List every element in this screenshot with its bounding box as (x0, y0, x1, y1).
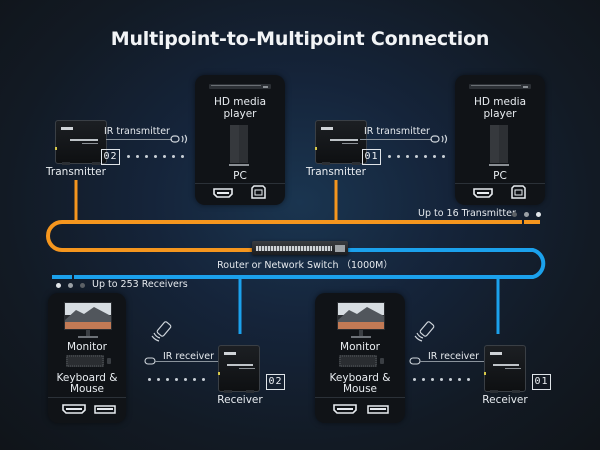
sink-panel-01: Monitor Keyboard & Mouse (315, 293, 405, 423)
receiver-02-label: Receiver (217, 394, 263, 406)
transmitter-bus-line (46, 220, 507, 252)
usb-b-port-icon (251, 185, 266, 199)
transmitter-02-dotted-link (127, 155, 184, 158)
ir-transmitter-01-cable (360, 139, 432, 140)
usb-a-port-icon (367, 405, 389, 414)
capacity-dot (56, 283, 61, 288)
monitor-label: Monitor (67, 341, 107, 353)
sink-panel-02: Monitor Keyboard & Mouse (48, 293, 126, 423)
pc-tower-icon (489, 125, 509, 166)
keyboard-mouse-label-line2: Mouse (69, 383, 105, 395)
capacity-dot (68, 283, 73, 288)
transmitter-01-id-badge: 01 (362, 149, 381, 165)
network-switch-label: Router or Network Switch （1000M） (217, 260, 393, 271)
capacity-dot (80, 283, 85, 288)
capacity-dot (512, 212, 517, 217)
ir-transmitter-02-cable (106, 139, 172, 140)
media-player-label-line2: player (483, 108, 517, 120)
transmitter-02-label: Transmitter (46, 166, 106, 178)
monitor-icon (337, 302, 385, 338)
keyboard-mouse-label-line1: Keyboard & (329, 372, 391, 384)
receiver-capacity-label: Up to 253 Receivers (92, 279, 188, 290)
receiver-01-device (484, 345, 526, 393)
pc-label: PC (493, 170, 507, 182)
keyboard-mouse-label-line1: Keyboard & (56, 372, 118, 384)
keyboard-mouse-label-line2: Mouse (342, 383, 378, 395)
receiver-02-device (218, 345, 260, 393)
usb-b-port-icon (511, 185, 526, 199)
ir-transmitter-01-label: IR transmitter (364, 126, 430, 137)
media-player-icon (209, 84, 271, 89)
diagram-title: Multipoint-to-Multipoint Connection (110, 28, 490, 50)
pc-tower-icon (229, 125, 249, 166)
ir-receiver-01-label: IR receiver (428, 351, 480, 362)
source-panel-02: HD media player PC (195, 75, 285, 205)
ir-emitter-icon (170, 134, 188, 144)
ir-transmitter-02-label: IR transmitter (104, 126, 170, 137)
capacity-dot (536, 212, 541, 217)
hdmi-port-icon (62, 404, 86, 414)
ir-receiver-02-label: IR receiver (163, 351, 215, 362)
keyboard-mouse-icon (339, 355, 384, 367)
transmitter-01-label: Transmitter (306, 166, 366, 178)
receiver-bus-line (86, 248, 546, 279)
transmitter-02-device (55, 120, 107, 165)
pc-label: PC (233, 170, 247, 182)
transmitter-01-dotted-link (388, 155, 445, 158)
transmitter-01-device (315, 120, 367, 165)
source-panel-01: HD media player PC (455, 75, 545, 205)
media-player-label-line2: player (223, 108, 257, 120)
media-player-icon (469, 84, 531, 89)
ir-remote-icon (414, 321, 435, 342)
keyboard-mouse-icon (66, 355, 111, 367)
network-switch-icon (252, 241, 348, 255)
monitor-icon (64, 302, 112, 338)
media-player-label-line1: HD media (213, 96, 267, 108)
hdmi-port-icon (213, 188, 233, 198)
monitor-label: Monitor (340, 341, 380, 353)
receiver-01-dotted-link (413, 378, 470, 381)
receiver-01-id-badge: 01 (532, 374, 551, 390)
transmitter-02-id-badge: 02 (101, 149, 120, 165)
receiver-01-label: Receiver (482, 394, 528, 406)
ir-receiver-01-cable (420, 361, 484, 362)
media-player-label-line1: HD media (473, 96, 527, 108)
ir-receiver-02-cable (155, 361, 219, 362)
receiver-02-dotted-link (148, 378, 205, 381)
hdmi-port-icon (333, 404, 357, 414)
capacity-dot (524, 212, 529, 217)
ir-emitter-icon (430, 134, 448, 144)
hdmi-port-icon (473, 188, 493, 198)
usb-a-port-icon (94, 405, 116, 414)
ir-remote-icon (151, 321, 172, 342)
transmitter-capacity-label: Up to 16 Transmitter (418, 208, 516, 219)
receiver-02-id-badge: 02 (266, 374, 285, 390)
